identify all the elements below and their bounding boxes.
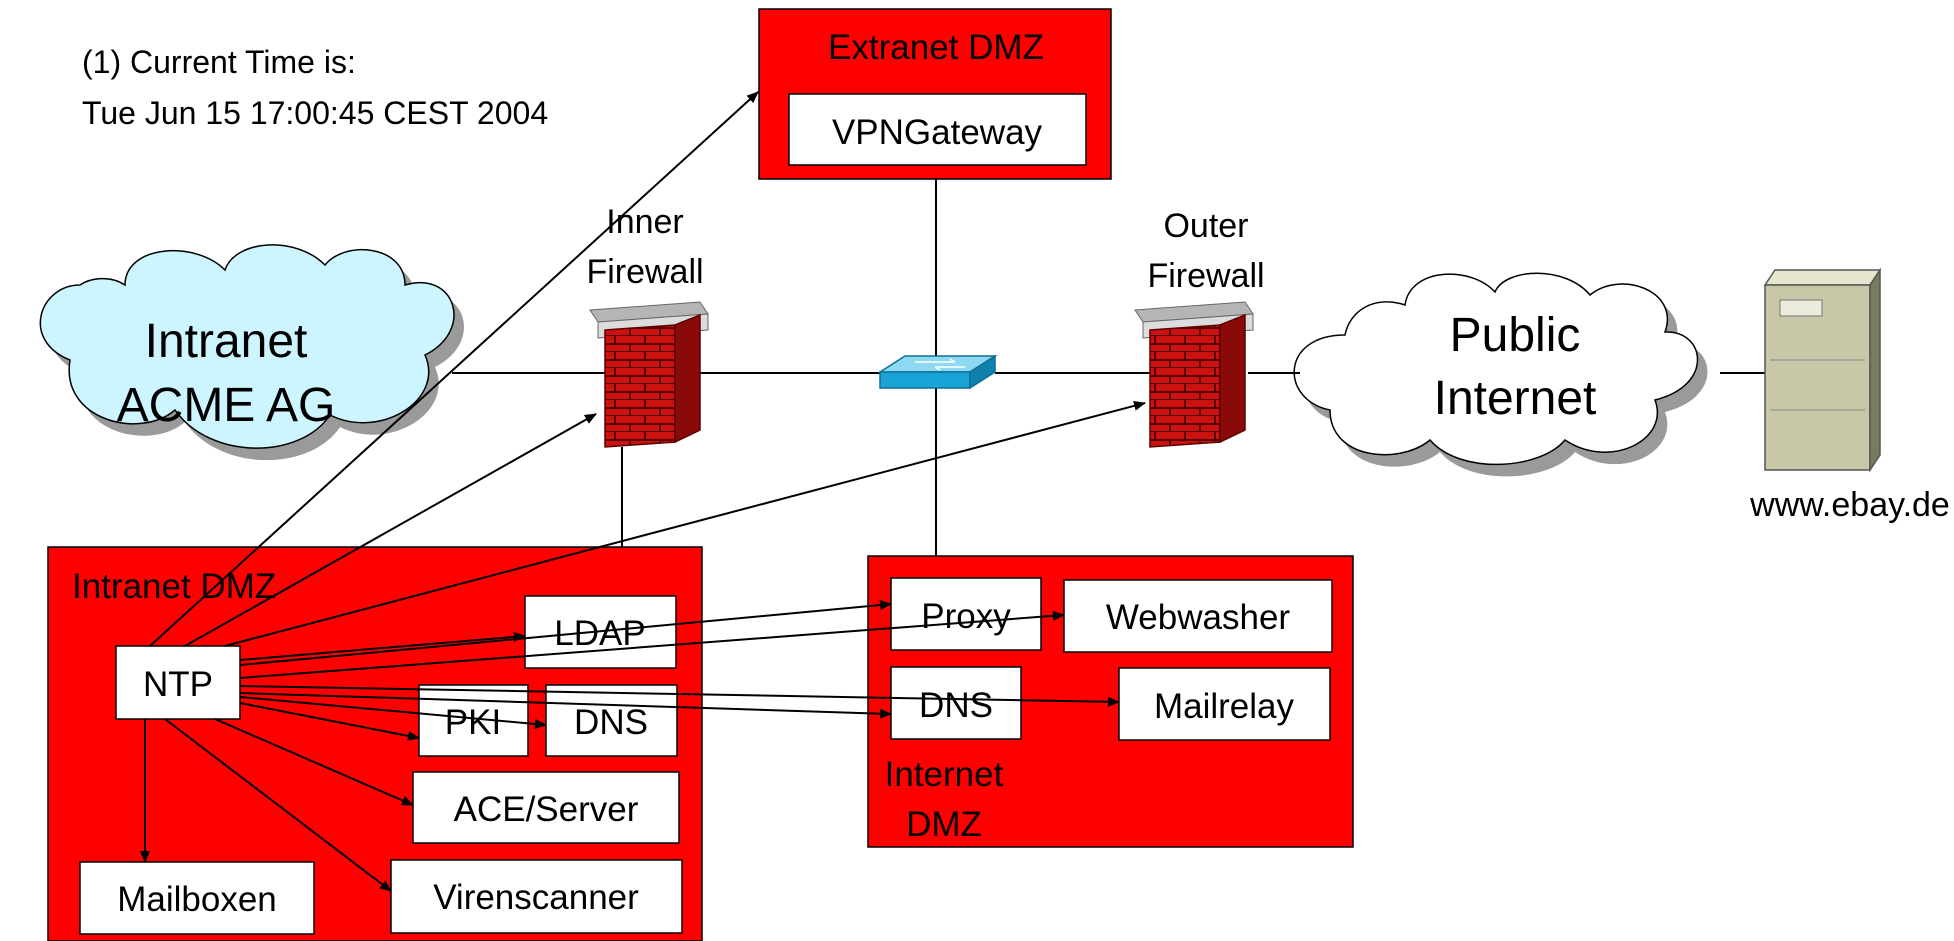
arrow-ntp-webwasher	[239, 610, 1065, 679]
server-label: www.ebay.de	[1749, 486, 1950, 524]
arrow-ntp-proxy	[239, 600, 892, 666]
arrow-ntp-ldap	[239, 631, 526, 661]
public-cloud-label-line1: Public	[1450, 309, 1581, 362]
mailboxen-label: Mailboxen	[117, 880, 277, 919]
vpn-gateway-box	[788, 93, 1087, 166]
ldap-label: LDAP	[554, 614, 645, 653]
intranet-dmz-title: Intranet DMZ	[72, 567, 276, 606]
virenscanner-label: Virenscanner	[433, 878, 639, 917]
switch-icon	[877, 354, 998, 390]
webwasher-label: Webwasher	[1106, 598, 1291, 637]
arrow-ntp-dns-intranet	[239, 696, 547, 729]
mailrelay-box	[1118, 667, 1331, 741]
ntp-box	[115, 645, 241, 720]
inner-firewall-icon	[589, 301, 709, 448]
ntp-label: NTP	[143, 665, 213, 704]
arrow-ntp-vpn-gateway	[149, 91, 759, 647]
vpn-gateway-label: VPNGateway	[832, 113, 1043, 152]
extranet-dmz-title: Extranet DMZ	[828, 28, 1044, 67]
arrow-ntp-inner-firewall	[184, 413, 597, 647]
server-icon	[1763, 267, 1882, 473]
outer-firewall-icon	[1134, 301, 1254, 448]
intranet-cloud-label-line2: ACME AG	[117, 379, 336, 432]
internet-dmz-title-line2: DMZ	[906, 805, 982, 844]
mailboxen-box	[79, 861, 315, 935]
inner-firewall-label-line2: Firewall	[586, 253, 703, 291]
outer-firewall-label-line1: Outer	[1163, 207, 1248, 245]
pki-box	[418, 684, 529, 757]
proxy-label: Proxy	[921, 597, 1011, 636]
inner-firewall-label-line1: Inner	[606, 203, 684, 241]
intranet-cloud-label-line1: Intranet	[145, 315, 308, 368]
dns-box-internet	[890, 666, 1022, 740]
dns-internet-label: DNS	[919, 686, 993, 725]
public-internet-cloud	[1293, 272, 1708, 477]
time-note-line1: (1) Current Time is:	[82, 44, 356, 80]
intranet-cloud	[39, 244, 464, 461]
internet-dmz-title-line1: Internet	[885, 755, 1004, 794]
virenscanner-box	[390, 859, 683, 934]
arrow-ntp-dns-internet	[239, 692, 892, 719]
time-note-line2: Tue Jun 15 17:00:45 CEST 2004	[82, 95, 548, 131]
webwasher-box	[1063, 579, 1333, 653]
arrow-ntp-outer-firewall	[224, 400, 1146, 647]
proxy-box	[890, 577, 1042, 651]
dns-box-intranet	[545, 684, 678, 757]
arrow-ntp-ace-server	[214, 718, 414, 806]
arrow-ntp-pki	[239, 702, 420, 741]
ace-server-box	[412, 771, 680, 844]
ace-server-label: ACE/Server	[454, 790, 639, 829]
dns-intranet-label: DNS	[574, 703, 648, 742]
arrow-ntp-virenscanner	[164, 718, 392, 892]
pki-label: PKI	[445, 703, 501, 742]
public-cloud-label-line2: Internet	[1434, 372, 1597, 425]
outer-firewall-label-line2: Firewall	[1147, 257, 1264, 295]
arrow-ntp-mailrelay	[239, 685, 1120, 707]
mailrelay-label: Mailrelay	[1154, 687, 1295, 726]
